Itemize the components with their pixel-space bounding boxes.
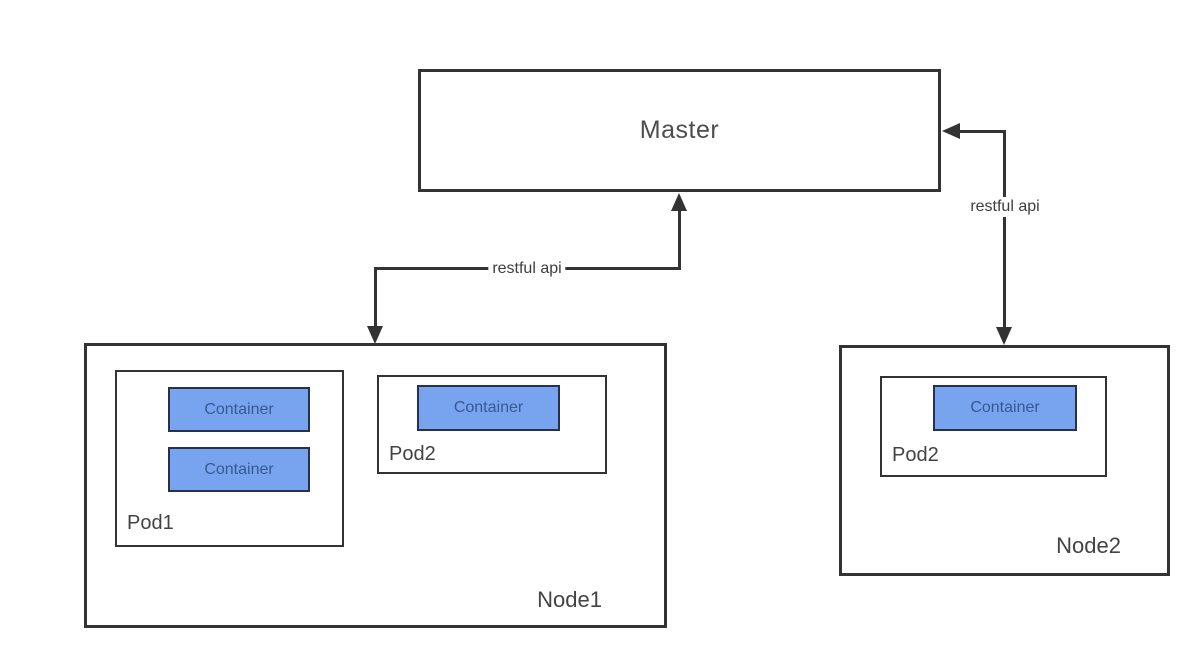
- pod1-container-1: Container: [168, 387, 310, 432]
- node2-pod2-container-1-label: Container: [970, 399, 1040, 416]
- arrowhead-down-into-node2: [996, 327, 1012, 345]
- node1-pod2-label: Pod2: [389, 443, 436, 465]
- master-label: Master: [639, 116, 720, 144]
- node2-pod2-container-1: Container: [933, 385, 1077, 431]
- node2-pod2-box: Container Pod2: [880, 376, 1107, 477]
- connector-node2-master-segment-horizontal: [958, 130, 1006, 133]
- connector-node1-master-segment-lower: [374, 270, 377, 327]
- arrowhead-up-into-master: [671, 193, 687, 211]
- connector-node2-master-segment-vertical: [1003, 130, 1006, 328]
- restful-api-label-right: restful api: [966, 197, 1044, 217]
- node2-label: Node2: [1056, 533, 1121, 558]
- node1-pod2-container-1: Container: [417, 385, 560, 431]
- connector-node1-master-segment-upper: [678, 209, 681, 269]
- node1-label: Node1: [537, 587, 602, 612]
- pod1-label: Pod1: [127, 512, 174, 534]
- node2-box: Container Pod2 Node2: [839, 345, 1170, 576]
- restful-api-label-left: restful api: [488, 259, 566, 279]
- arrowhead-left-into-master: [942, 123, 960, 139]
- arrowhead-down-into-node1: [367, 326, 383, 344]
- pod1-container-2: Container: [168, 447, 310, 492]
- node1-pod2-container-1-label: Container: [453, 399, 524, 416]
- pod1-container-1-label: Container: [204, 400, 274, 418]
- pod1-box: Container Container Pod1: [115, 370, 344, 547]
- node2-pod2-label: Pod2: [892, 444, 939, 466]
- node1-pod2-box: Container Pod2: [377, 375, 607, 474]
- pod1-container-2-label: Container: [204, 460, 274, 478]
- master-box: Master: [418, 69, 941, 192]
- node1-box: Container Container Pod1 Container Pod2 …: [84, 343, 667, 628]
